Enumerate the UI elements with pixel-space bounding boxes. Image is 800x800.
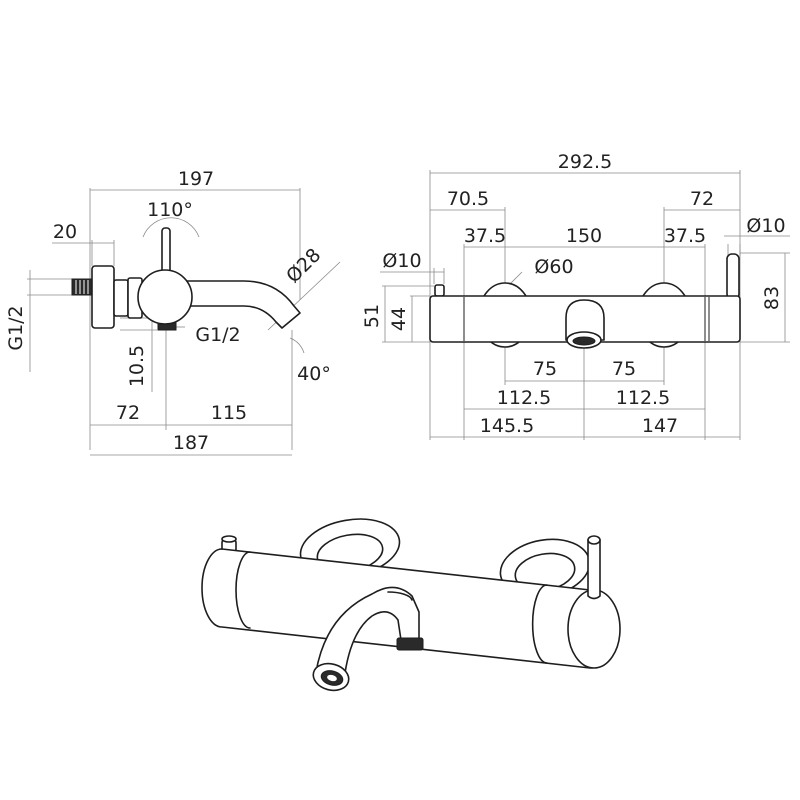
spout-aerator <box>572 336 596 346</box>
front-view: 292.5 70.5 72 37.5 150 37.5 Ø10 Ø10 <box>361 151 790 440</box>
dim-axis-to-spout: 115 <box>211 402 247 424</box>
side-view: 197 110° 20 G1/2 Ø28 G1/2 10.5 <box>5 168 341 456</box>
dim-rosette-diameter: Ø60 <box>534 256 573 278</box>
dim-body-height-51: 51 <box>361 304 383 328</box>
handle-lever <box>726 253 740 300</box>
front-view-dimensions: 292.5 70.5 72 37.5 150 37.5 Ø10 Ø10 <box>361 151 790 440</box>
perspective-outlet-thread <box>396 637 424 651</box>
dim-center-right-75: 75 <box>612 358 636 380</box>
body-cross-section <box>137 269 193 325</box>
perspective-view <box>201 518 621 692</box>
front-view-outline <box>429 253 741 349</box>
dim-wall-to-axis: 72 <box>116 402 140 424</box>
perspective-end-cap <box>567 589 621 669</box>
dim-knob-diameter: Ø10 <box>382 250 421 272</box>
dim-total-width: 197 <box>178 168 214 190</box>
dim-overall-height: 83 <box>761 286 783 310</box>
dim-spout-angle: 40° <box>297 363 331 385</box>
dim-right-inlet: 37.5 <box>664 225 706 247</box>
top-knob <box>434 284 445 297</box>
dim-right-147: 147 <box>642 415 678 437</box>
spout <box>565 299 605 341</box>
dim-overall-width: 292.5 <box>558 151 612 173</box>
dim-left-inlet: 37.5 <box>464 225 506 247</box>
dim-body-height-44: 44 <box>388 307 410 331</box>
dim-center-left-112: 112.5 <box>497 387 551 409</box>
inlet-thread <box>71 278 93 296</box>
dim-lever-diameter: Ø10 <box>746 215 785 237</box>
perspective-spout <box>315 586 420 681</box>
dim-lever-angle: 110° <box>147 199 193 221</box>
dim-spout-diameter: Ø28 <box>282 244 325 287</box>
dim-height-offset: 10.5 <box>126 345 148 387</box>
perspective-lever <box>587 539 601 600</box>
spout-arm <box>167 280 301 329</box>
union-nut <box>113 279 129 317</box>
dim-center-left-75: 75 <box>533 358 557 380</box>
dim-projection: 187 <box>173 432 209 454</box>
side-view-outline <box>71 227 301 331</box>
dim-flange: 20 <box>53 221 77 243</box>
dim-right-section: 72 <box>690 188 714 210</box>
side-view-dimensions: 197 110° 20 G1/2 Ø28 G1/2 10.5 <box>5 168 341 456</box>
dim-thread-inlet: G1/2 <box>5 305 27 350</box>
wall-flange <box>91 265 115 329</box>
dim-left-section: 70.5 <box>447 188 489 210</box>
dim-thread-outlet: G1/2 <box>195 324 240 346</box>
dim-left-145: 145.5 <box>480 415 534 437</box>
dim-inlet-spacing: 150 <box>566 225 602 247</box>
dim-center-right-112: 112.5 <box>616 387 670 409</box>
